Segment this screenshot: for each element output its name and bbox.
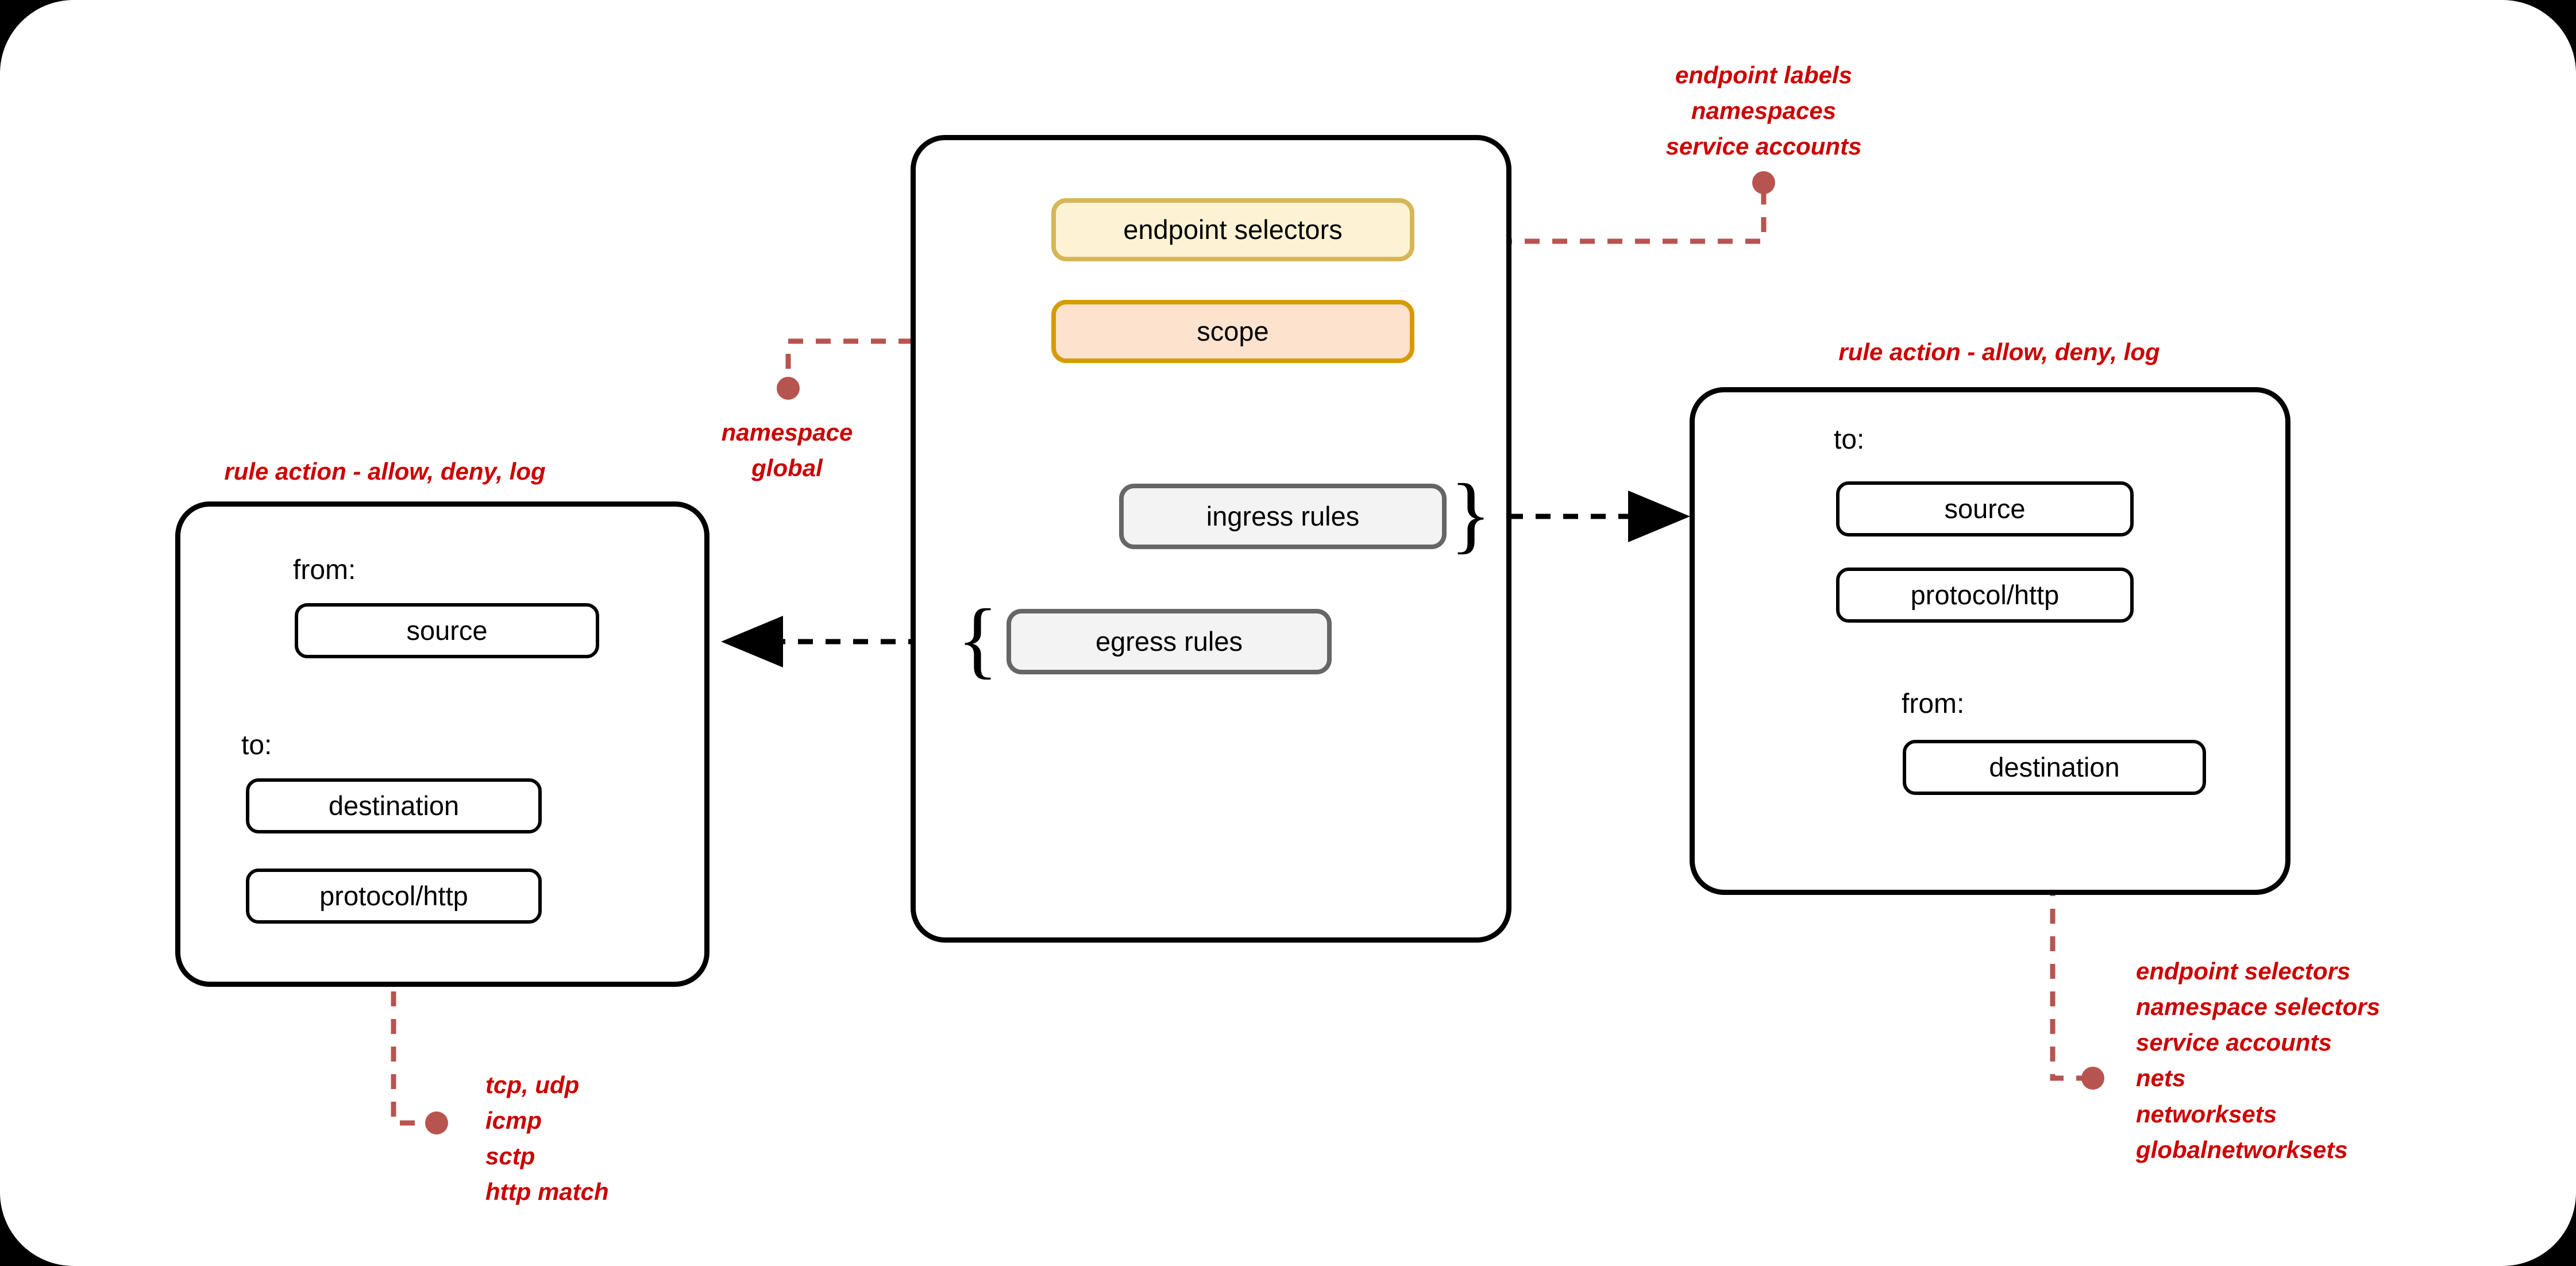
scope-box[interactable]: scope xyxy=(1051,300,1414,363)
egress-rules-label: egress rules xyxy=(1096,626,1243,657)
ingress-to-source-label: source xyxy=(1944,493,2026,524)
ingress-from-destination-label: destination xyxy=(1989,752,2120,783)
ingress-to-protocol-box[interactable]: protocol/http xyxy=(1836,568,2134,623)
endpoint-selectors-annotation: endpoint labels namespaces service accou… xyxy=(1665,61,1862,160)
egress-from-source-box[interactable]: source xyxy=(295,603,599,658)
egress-to-protocol-box[interactable]: protocol/http xyxy=(246,869,542,924)
ingress-to-protocol-label: protocol/http xyxy=(1910,580,2060,611)
ingress-rule-action-annotation: rule action - allow, deny, log xyxy=(1838,338,2160,365)
ingress-to-source-box[interactable]: source xyxy=(1836,481,2134,536)
ingress-to-label: to: xyxy=(1834,424,1865,455)
egress-from-label: from: xyxy=(293,555,356,585)
egress-to-destination-label: destination xyxy=(328,790,460,821)
destination-annotation: endpoint selectors namespace selectors s… xyxy=(2136,958,2380,1163)
ingress-from-label: from: xyxy=(1902,689,1965,719)
egress-rule-action-annotation: rule action - allow, deny, log xyxy=(224,458,546,485)
egress-to-destination-box[interactable]: destination xyxy=(246,778,542,833)
egress-brace-icon: { xyxy=(957,592,998,687)
endpoint-selectors-box[interactable]: endpoint selectors xyxy=(1051,198,1414,261)
scope-annotation: namespace global xyxy=(721,419,853,482)
endpoint-selectors-label: endpoint selectors xyxy=(1123,214,1343,245)
scope-label: scope xyxy=(1197,316,1269,347)
egress-rules-box[interactable]: egress rules xyxy=(1007,609,1332,674)
ingress-detail-panel xyxy=(1690,387,2290,895)
egress-to-label: to: xyxy=(241,730,272,761)
ingress-from-destination-box[interactable]: destination xyxy=(1903,740,2206,795)
ingress-rules-box[interactable]: ingress rules xyxy=(1119,484,1447,549)
egress-to-protocol-label: protocol/http xyxy=(319,881,468,912)
ingress-rules-label: ingress rules xyxy=(1206,501,1360,532)
egress-from-source-label: source xyxy=(406,615,488,646)
protocol-annotation: tcp, udp icmp sctp http match xyxy=(485,1071,609,1206)
ingress-brace-icon: } xyxy=(1450,466,1491,562)
